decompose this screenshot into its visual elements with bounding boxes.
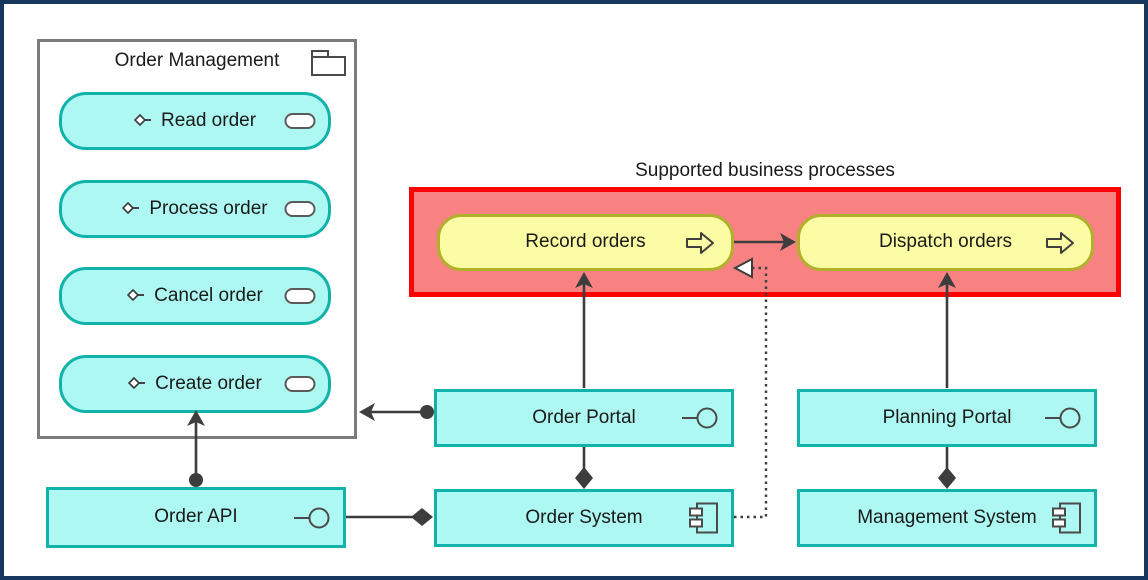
diamond-dash-icon xyxy=(126,286,147,307)
group-order-management[interactable]: Order Management Read order xyxy=(37,39,357,439)
folder-icon xyxy=(310,49,347,82)
app-management-system[interactable]: Management System xyxy=(797,489,1097,547)
app-label: Order API xyxy=(154,506,238,528)
connector-order-portal-to-order-management[interactable] xyxy=(359,403,434,421)
app-planning-portal[interactable]: Planning Portal xyxy=(797,389,1097,447)
process-record-orders[interactable]: Record orders xyxy=(437,214,734,271)
connector-order-system-realizes-record-orders[interactable] xyxy=(732,257,768,519)
process-dispatch-orders[interactable]: Dispatch orders xyxy=(797,214,1094,271)
diamond-dash-icon xyxy=(128,374,148,395)
service-label: Create order xyxy=(155,372,262,394)
business-processes-title: Supported business processes xyxy=(635,160,895,181)
service-read-order[interactable]: Read order xyxy=(59,92,331,150)
app-label: Order System xyxy=(525,506,643,528)
service-create-order[interactable]: Create order xyxy=(59,355,331,413)
service-label: Process order xyxy=(149,197,268,219)
process-label: Record orders xyxy=(525,231,646,253)
app-order-api[interactable]: Order API xyxy=(46,487,346,548)
process-label: Dispatch orders xyxy=(878,231,1013,253)
process-arrow-icon xyxy=(685,231,715,255)
connector-order-system-composes-order-portal[interactable] xyxy=(575,447,593,489)
app-order-system[interactable]: Order System xyxy=(434,489,734,547)
component-icon xyxy=(688,502,719,535)
component-icon xyxy=(1051,502,1082,535)
interface-lollipop-icon xyxy=(1044,406,1082,430)
service-label: Cancel order xyxy=(154,284,263,306)
service-oval-icon xyxy=(284,113,316,130)
group-title: Order Management xyxy=(40,50,354,72)
service-oval-icon xyxy=(284,201,316,218)
group-title-text: Order Management xyxy=(114,50,280,71)
service-cancel-order[interactable]: Cancel order xyxy=(59,267,331,325)
app-label: Management System xyxy=(857,506,1037,528)
service-oval-icon xyxy=(284,288,316,305)
app-order-portal[interactable]: Order Portal xyxy=(434,389,734,447)
service-process-order[interactable]: Process order xyxy=(59,180,331,238)
interface-lollipop-icon xyxy=(681,406,719,430)
service-oval-icon xyxy=(284,376,316,393)
connector-order-system-composes-order-api[interactable] xyxy=(346,508,433,526)
diamond-dash-icon xyxy=(122,199,142,220)
diamond-dash-icon xyxy=(133,111,154,132)
service-label: Read order xyxy=(160,109,257,131)
process-arrow-icon xyxy=(1045,231,1075,255)
app-label: Order Portal xyxy=(532,406,636,428)
connector-management-system-composes-planning-portal[interactable] xyxy=(938,447,956,489)
app-label: Planning Portal xyxy=(882,406,1012,428)
interface-lollipop-icon xyxy=(293,506,331,530)
